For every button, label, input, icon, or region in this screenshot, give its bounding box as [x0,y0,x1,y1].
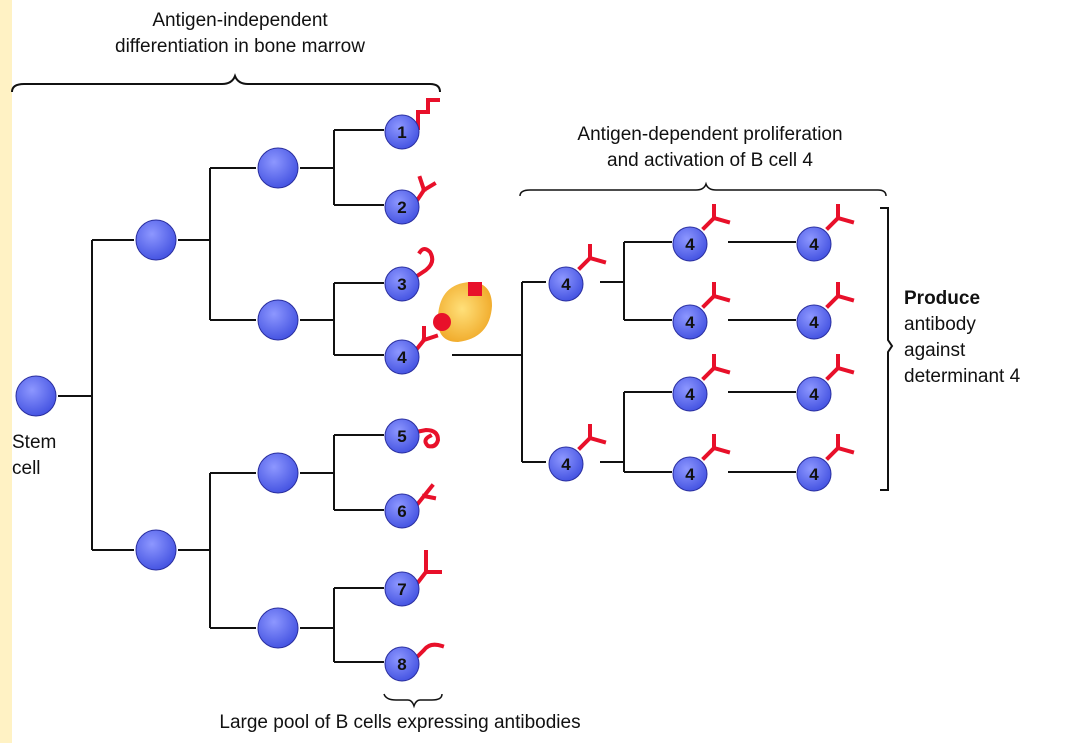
bone-marrow-brace [11,73,441,93]
progenitor-cell [257,147,299,189]
clone-number: 4 [685,465,695,484]
antibody-receptors [411,98,445,661]
numbered-cells [384,114,832,682]
antibody-1 [416,98,440,130]
cell-number-4: 4 [397,348,407,367]
cell-number-3: 3 [397,275,406,294]
clone-cell [672,226,708,262]
cell-number-7: 7 [397,580,406,599]
b-cell-4 [384,339,420,375]
cell-number-2: 2 [397,198,406,217]
produce-brace [880,207,894,491]
clone-number: 4 [685,313,695,332]
activation-title-line2: and activation of B cell 4 [607,150,813,171]
clone-cell [548,266,584,302]
stem-cell [15,375,57,417]
clone-cell [672,456,708,492]
b-cell-8 [384,646,420,682]
b-cell-5 [384,418,420,454]
clone-cell [672,376,708,412]
clone-cell [796,304,832,340]
antibody-2 [413,175,437,205]
clone-number: 4 [685,235,695,254]
activation-title-line1: Antigen-dependent proliferation [577,124,843,145]
produce-line3: against [904,340,966,361]
pool-label: Large pool of B cells expressing antibod… [219,712,581,733]
produce-line4: determinant 4 [904,366,1021,387]
clone-cell [672,304,708,340]
cell-number-8: 8 [397,655,406,674]
clone-number: 4 [561,275,571,294]
progenitor-cell [257,607,299,649]
clone-cell [796,226,832,262]
antibody-5 [413,427,441,449]
b-cell-1 [384,114,420,150]
cell-number-5: 5 [397,427,406,446]
antibody-4 [413,326,439,353]
produce-antibody-label: Produce antibody against determinant 4 [904,286,1064,390]
clone-cell [548,446,584,482]
bone-marrow-title: Antigen-independent differentiation in b… [80,8,400,60]
clone-cell [796,456,832,492]
clone-antibodies [577,204,855,461]
b-cell-7 [384,571,420,607]
clone-cell [796,376,832,412]
b-cell-2 [384,189,420,225]
antibody-8 [413,642,445,661]
antibody-7 [413,550,442,588]
clone-number: 4 [809,465,819,484]
clone-number: 4 [809,235,819,254]
stem-label-line2: cell [12,458,41,479]
progenitor-cell [257,299,299,341]
progenitor-cells [15,147,299,649]
produce-line2: antibody [904,314,976,335]
b-cell-3 [384,266,420,302]
produce-line1: Produce [904,288,981,309]
bone-marrow-title-line2: differentiation in bone marrow [115,36,365,57]
activation-title: Antigen-dependent proliferation and acti… [500,122,920,174]
antibody-3 [411,247,435,281]
progenitor-cell [135,219,177,261]
clone-number: 4 [685,385,695,404]
antibody-6 [413,483,437,509]
stem-cell-label: Stem cell [12,430,92,482]
progenitor-cell [135,529,177,571]
progenitor-cell [257,452,299,494]
clone-number: 4 [561,455,571,474]
clone-number: 4 [809,385,819,404]
clone-number: 4 [809,313,819,332]
activation-brace [519,181,887,197]
bone-marrow-title-line1: Antigen-independent [152,10,328,31]
pool-brace [383,693,443,709]
b-cell-6 [384,493,420,529]
lineage-lines [58,129,796,663]
diagram-panel [12,0,1065,743]
stem-label-line1: Stem [12,432,57,453]
cell-number-6: 6 [397,502,406,521]
antigen [433,282,492,342]
cell-number-1: 1 [397,123,406,142]
cell-numbers: 1 2 3 4 5 6 7 8 4 4 4 4 4 4 4 4 4 4 [397,123,819,674]
